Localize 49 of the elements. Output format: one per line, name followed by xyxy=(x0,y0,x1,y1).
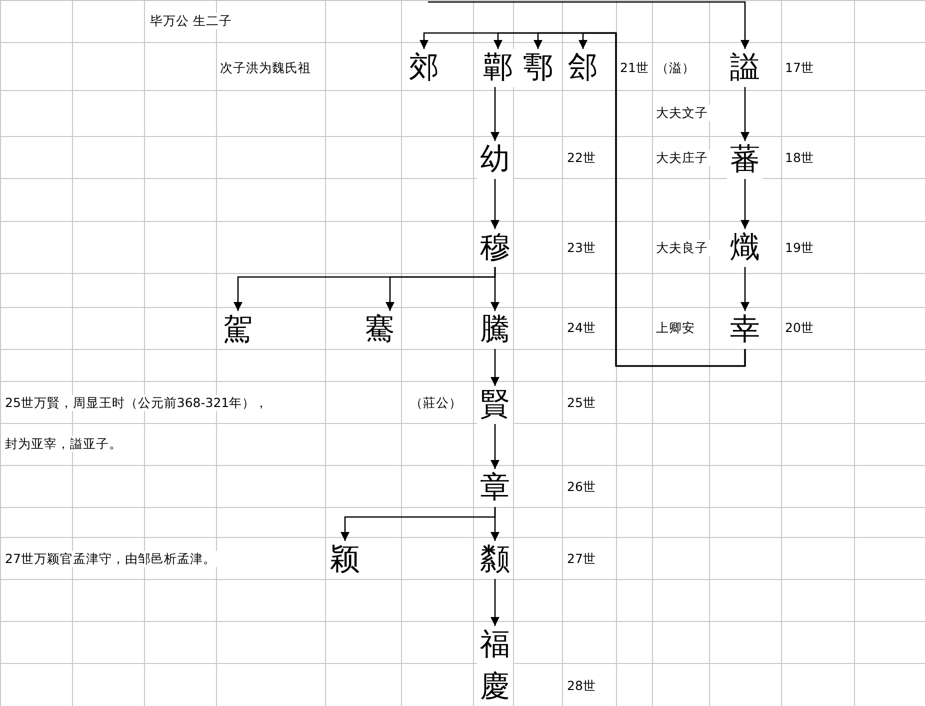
arrow xyxy=(428,1,750,49)
generation-label: 25世 xyxy=(565,395,598,411)
note-text: 大夫庄子 xyxy=(654,150,710,166)
arrow xyxy=(578,32,746,367)
generation-label: 27世 xyxy=(565,551,598,567)
arrow xyxy=(490,87,500,141)
name-text: 謚 xyxy=(730,53,760,83)
name-text: 蕃 xyxy=(730,145,760,175)
name-text: 熾 xyxy=(730,233,760,263)
name-text: 幼 xyxy=(480,145,510,175)
arrow xyxy=(233,267,496,311)
name-text: 章 xyxy=(480,473,510,503)
name-text: 郊 xyxy=(409,53,439,83)
arrow xyxy=(740,179,750,229)
note-text: 大夫文子 xyxy=(654,105,710,121)
name-text: 颣 xyxy=(480,545,510,575)
arrow xyxy=(340,507,496,541)
note-text: 27世万颖官孟津守，由邹邑析孟津。 xyxy=(3,551,218,567)
arrow xyxy=(490,349,500,386)
name-text: 賢 xyxy=(480,390,510,420)
name-text: 騫 xyxy=(365,315,395,345)
generation-label: 28世 xyxy=(565,678,598,694)
arrow xyxy=(740,87,750,141)
name-text: 福慶 xyxy=(480,627,510,705)
generation-label: 20世 xyxy=(783,320,816,336)
arrow xyxy=(490,424,500,469)
generation-label: 22世 xyxy=(565,150,598,166)
name-text: 鄿 xyxy=(483,53,513,83)
arrow xyxy=(740,267,750,311)
generation-label: 23世 xyxy=(565,240,598,256)
generation-label: 26世 xyxy=(565,479,598,495)
arrow xyxy=(490,579,500,626)
generation-label: 18世 xyxy=(783,150,816,166)
name-text: 郐 xyxy=(568,53,598,83)
name-text: 颖 xyxy=(330,545,360,575)
generation-label: 19世 xyxy=(783,240,816,256)
name-text: 鄠 xyxy=(523,53,553,83)
name-text: 幸 xyxy=(730,315,760,345)
generation-label: 17世 xyxy=(783,60,816,76)
name-text: 穆 xyxy=(480,233,510,263)
note-text: 大夫良子 xyxy=(654,240,710,256)
arrow xyxy=(490,179,500,229)
note-text: 上卿安 xyxy=(654,320,697,336)
generation-label: 24世 xyxy=(565,320,598,336)
generation-label: 21世 xyxy=(618,60,651,76)
note-text: 毕万公 生二子 xyxy=(148,13,234,29)
name-text: 駕 xyxy=(223,315,253,345)
name-text: 騰 xyxy=(480,315,510,345)
note-text: 次子洪为魏氏祖 xyxy=(218,60,313,76)
